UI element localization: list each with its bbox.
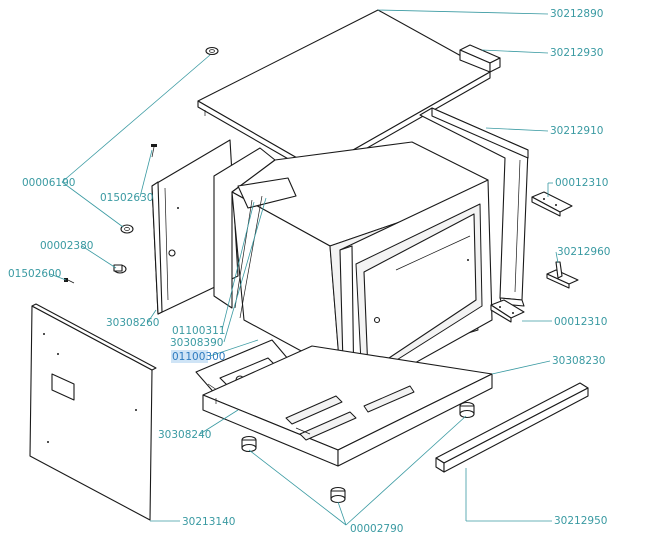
label-01502630: 01502630 xyxy=(100,192,153,204)
knob-00002380 xyxy=(113,264,127,274)
label-30308390: 30308390 xyxy=(170,337,223,349)
grommet-side xyxy=(120,224,134,234)
screw-01502600 xyxy=(64,278,75,284)
label-30212950: 30212950 xyxy=(554,515,607,527)
label-30212930: 30212930 xyxy=(550,47,603,59)
label-00006190: 00006190 xyxy=(22,177,75,189)
label-30212890: 30212890 xyxy=(550,8,603,20)
part-labels: 30212890 30212930 30212910 00006190 0150… xyxy=(8,8,610,535)
foot-center xyxy=(330,486,346,504)
bottom-plate xyxy=(202,345,493,467)
bracket-mid xyxy=(546,261,579,289)
adjustable-feet xyxy=(241,401,475,504)
small-bracket xyxy=(459,44,501,73)
right-side-panel xyxy=(419,107,529,307)
label-01100311: 01100311 xyxy=(172,325,225,337)
foot-left xyxy=(241,435,257,453)
foot-right xyxy=(459,401,475,419)
label-30308230: 30308230 xyxy=(552,355,605,367)
label-30213140: 30213140 xyxy=(182,516,235,528)
bracket-upper xyxy=(531,191,573,217)
label-00012310-top: 00012310 xyxy=(555,177,608,189)
label-01100300-selected[interactable]: 01100300 xyxy=(172,351,225,363)
label-30212960: 30212960 xyxy=(557,246,610,258)
label-30308260: 30308260 xyxy=(106,317,159,329)
label-00002790: 00002790 xyxy=(350,523,403,535)
label-30308240: 30308240 xyxy=(158,429,211,441)
screw-01502630 xyxy=(151,144,157,158)
rail xyxy=(435,382,589,473)
bracket-lower xyxy=(490,299,525,323)
label-00002380: 00002380 xyxy=(40,240,93,252)
label-30212910: 30212910 xyxy=(550,125,603,137)
grommet-top xyxy=(205,46,219,56)
front-panel xyxy=(29,303,157,521)
selection-highlight xyxy=(171,350,208,363)
label-00012310-bottom: 00012310 xyxy=(554,316,607,328)
leader-lines xyxy=(49,9,559,526)
vent-slots xyxy=(285,385,415,441)
label-01502600: 01502600 xyxy=(8,268,61,280)
